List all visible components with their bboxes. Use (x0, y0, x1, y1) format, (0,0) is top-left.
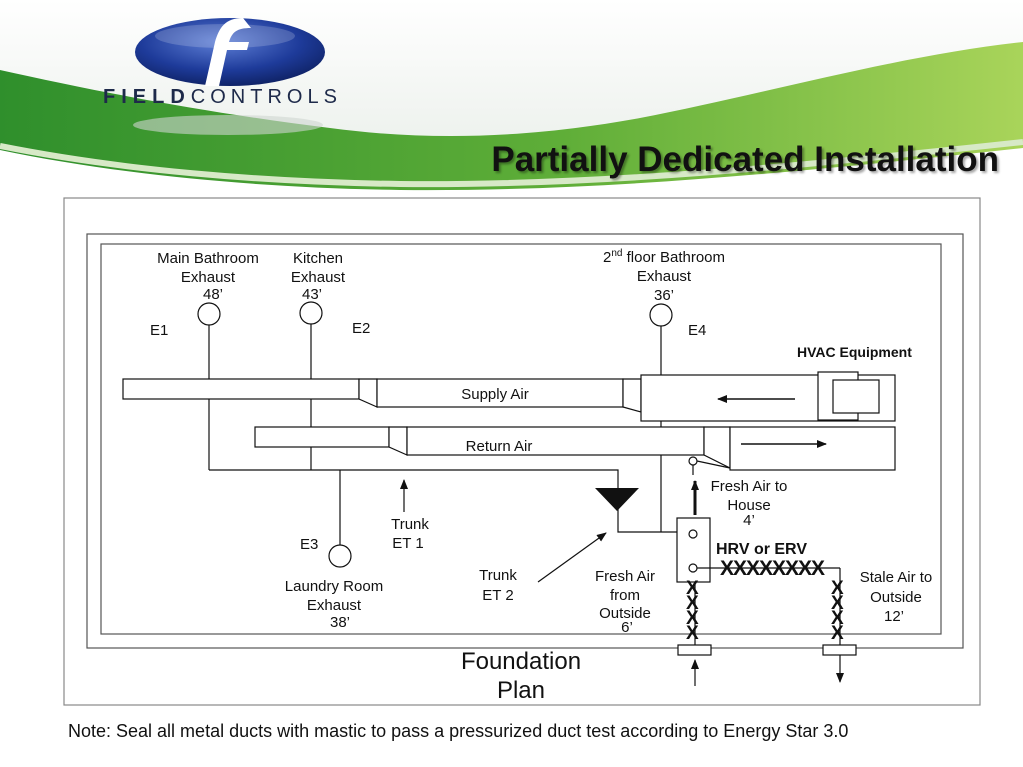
laundry-exhaust-grille (328, 544, 352, 568)
brand-logo-icon (135, 18, 325, 86)
laundry-length: 38’ (330, 614, 350, 631)
svg-text:X: X (831, 593, 844, 614)
laundry-label-1: Laundry Room (285, 578, 383, 595)
header-background (0, 0, 1023, 200)
kitchen-length: 43’ (302, 286, 322, 303)
fresh-house-label-2: House (727, 497, 770, 514)
svg-text:X: X (831, 578, 844, 599)
hrv-outside-ducts (677, 568, 857, 686)
hvac-label: HVAC Equipment (797, 344, 912, 360)
brand-wordmark: FIELDCONTROLS (103, 86, 342, 108)
trunk-et1-label-1: Trunk (391, 516, 429, 533)
footer-note: Note: Seal all metal ducts with mastic t… (68, 721, 849, 741)
fresh-outside-length: 6’ (621, 619, 633, 636)
trunk-et2-label-1: Trunk (479, 567, 517, 584)
insulation-marks-stale: XXXX (831, 578, 844, 644)
svg-text:X: X (831, 623, 844, 644)
svg-text:X: X (686, 608, 699, 629)
second-floor-label-2: Exhaust (637, 268, 692, 285)
code-e2: E2 (352, 320, 370, 337)
second-floor-length: 36’ (654, 287, 674, 304)
stale-air-label-2: Outside (870, 589, 922, 606)
damper-triangle (595, 488, 639, 511)
insulation-marks-horizontal: XXXXXXXX (720, 557, 825, 580)
fresh-house-length: 4’ (743, 512, 755, 529)
kitchen-label-1: Kitchen (293, 250, 343, 267)
kitchen-label-2: Exhaust (291, 269, 346, 286)
main-bath-length: 48’ (203, 286, 223, 303)
fresh-outside-label-1: Fresh Air (595, 568, 655, 585)
main-bath-label-2: Exhaust (181, 269, 236, 286)
slide-title: Partially Dedicated Installation (491, 140, 999, 179)
foundation-label-2: Plan (497, 677, 545, 704)
svg-text:X: X (686, 623, 699, 644)
insulation-marks-fresh: XXXX (686, 578, 699, 644)
hvac-equipment (817, 371, 880, 421)
fresh-house-label-1: Fresh Air to (711, 478, 788, 495)
code-e3: E3 (300, 536, 318, 553)
code-e4: E4 (688, 322, 706, 339)
supply-air-label: Supply Air (461, 386, 529, 403)
main-bath-label-1: Main Bathroom (157, 250, 259, 267)
hrv-label: HRV or ERV (716, 541, 807, 558)
diagram-plan-frame (100, 243, 942, 635)
trunk-et2-label-2: ET 2 (482, 587, 513, 604)
trunk-et1-label-2: ET 1 (392, 535, 423, 552)
code-e1: E1 (150, 322, 168, 339)
hvac-label-box (787, 339, 931, 363)
second-floor-label-1: 2nd floor Bathroom (603, 248, 725, 266)
fresh-outside-label-2: from (610, 587, 640, 604)
diagram-inner-frame (86, 233, 964, 649)
trunk-et2-arrow (537, 532, 607, 583)
svg-text:X: X (686, 578, 699, 599)
laundry-label-2: Exhaust (307, 597, 362, 614)
return-air-label: Return Air (466, 438, 533, 455)
svg-text:X: X (686, 593, 699, 614)
svg-text:X: X (831, 608, 844, 629)
stale-air-label-1: Stale Air to (860, 569, 933, 586)
stale-air-length: 12’ (884, 608, 904, 625)
hrv-unit (676, 456, 840, 583)
return-air-duct (254, 426, 896, 471)
fresh-outside-label-3: Outside (599, 605, 651, 622)
foundation-label-1: Foundation (461, 648, 581, 675)
